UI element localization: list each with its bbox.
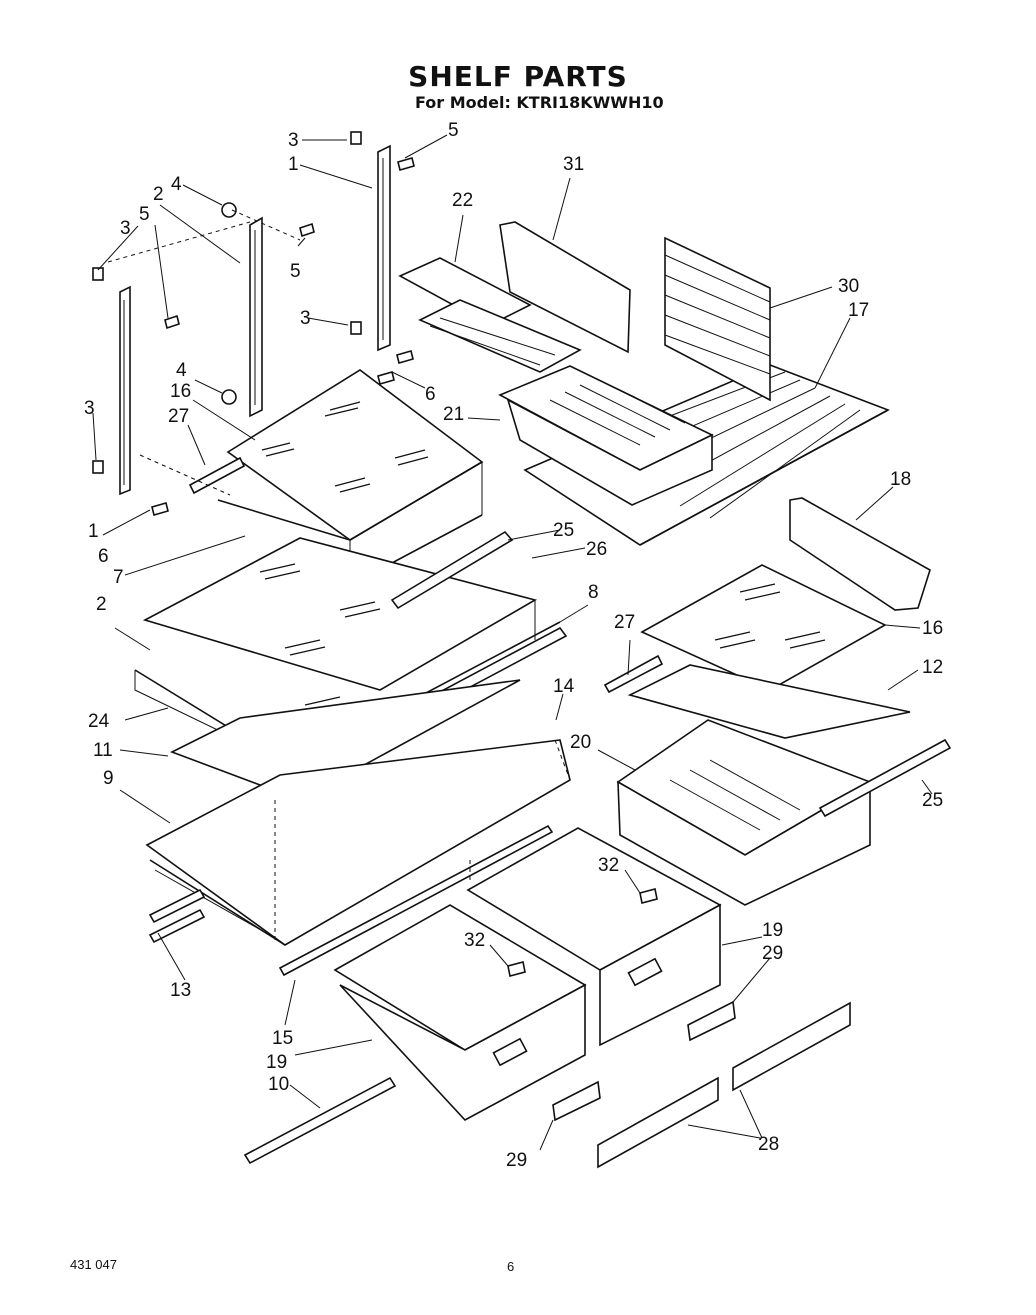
callout-c3c: 3 — [300, 308, 311, 329]
callout-c17: 17 — [848, 300, 869, 321]
clip-parts — [92, 131, 415, 516]
drawer-handle-10 — [243, 1076, 397, 1165]
crisper-cover-frame — [145, 739, 571, 977]
callout-c3b: 3 — [120, 218, 131, 239]
callout-c3d: 3 — [84, 398, 95, 419]
callout-c1a: 1 — [288, 154, 299, 175]
shelf-frame-12 — [627, 664, 911, 739]
callout-c23: 2 — [96, 594, 107, 615]
page-number: 6 — [507, 1259, 515, 1274]
glass-shelf-lower — [170, 679, 521, 801]
ice-tray — [398, 257, 582, 373]
callout-c16a: 16 — [170, 381, 191, 402]
callout-c6a: 6 — [425, 384, 436, 405]
callout-c3a: 3 — [288, 130, 299, 151]
drawer-faceplates-28 — [597, 1001, 851, 1169]
page-title: SHELF PARTS — [408, 60, 628, 93]
pan-front-trim-25 — [818, 738, 952, 818]
callout-c24: 24 — [88, 711, 110, 732]
callout-c7: 7 — [113, 567, 124, 588]
callout-c5c: 5 — [139, 204, 150, 225]
callout-c5b: 5 — [290, 261, 301, 282]
glass-shelf-upper — [217, 369, 484, 581]
callout-c22: 22 — [452, 190, 473, 211]
shelf-trim-18 — [789, 497, 931, 611]
document-number: 431 047 — [70, 1257, 117, 1272]
freezer-divider — [499, 221, 631, 354]
callout-c12: 12 — [922, 657, 943, 678]
callout-c26: 26 — [586, 539, 607, 560]
shelf-ladder-left — [119, 285, 131, 496]
callout-c10: 10 — [268, 1074, 289, 1095]
callout-c18: 18 — [890, 469, 911, 490]
rail-27-right — [603, 654, 664, 694]
callout-c27a: 27 — [168, 406, 189, 427]
crisper-drawer-right — [466, 827, 722, 1047]
callout-c25a: 25 — [553, 520, 574, 541]
callout-c4a: 4 — [171, 174, 182, 195]
freezer-basket — [498, 365, 714, 506]
callout-c21: 21 — [443, 404, 464, 425]
leader-lines — [92, 134, 933, 1151]
alignment-dashes — [107, 209, 571, 940]
callout-c29a: 29 — [762, 943, 783, 964]
shelf-ladder-middle — [249, 216, 263, 418]
shelf-ladder-right — [377, 144, 391, 352]
callout-c19a: 19 — [762, 920, 783, 941]
callout-c9: 9 — [103, 768, 114, 789]
rail-27-left — [188, 456, 246, 495]
crisper-slide-rail-13 — [148, 888, 206, 944]
callout-c28: 28 — [758, 1134, 779, 1155]
callout-c13: 13 — [170, 980, 191, 1001]
callout-c1b: 1 — [88, 521, 99, 542]
callout-c32b: 32 — [464, 930, 485, 951]
drawer-clips-29 — [552, 1000, 736, 1122]
shelf-hardware-32 — [507, 888, 658, 977]
callout-c19b: 19 — [266, 1052, 287, 1073]
callout-c5a: 5 — [448, 120, 459, 141]
callout-c25b: 25 — [922, 790, 943, 811]
wire-rack-vertical — [664, 236, 771, 402]
callout-c2a: 2 — [153, 184, 164, 205]
callout-c20: 20 — [570, 732, 591, 753]
callout-c11: 11 — [93, 740, 113, 761]
callout-c15: 15 — [272, 1028, 293, 1049]
callout-c30: 30 — [838, 276, 859, 297]
crisper-drawer-left — [333, 904, 587, 1121]
callout-c32a: 32 — [598, 855, 619, 876]
callout-c6b: 6 — [98, 546, 109, 567]
callout-c4b: 4 — [176, 360, 187, 381]
callout-c29b: 29 — [506, 1150, 527, 1171]
model-subtitle: For Model: KTRI18KWWH10 — [415, 93, 664, 112]
callout-c27b: 27 — [614, 612, 635, 633]
callout-c8: 8 — [588, 582, 599, 603]
callout-c31: 31 — [563, 154, 584, 175]
callout-c16b: 16 — [922, 618, 943, 639]
callout-c14: 14 — [553, 676, 575, 697]
